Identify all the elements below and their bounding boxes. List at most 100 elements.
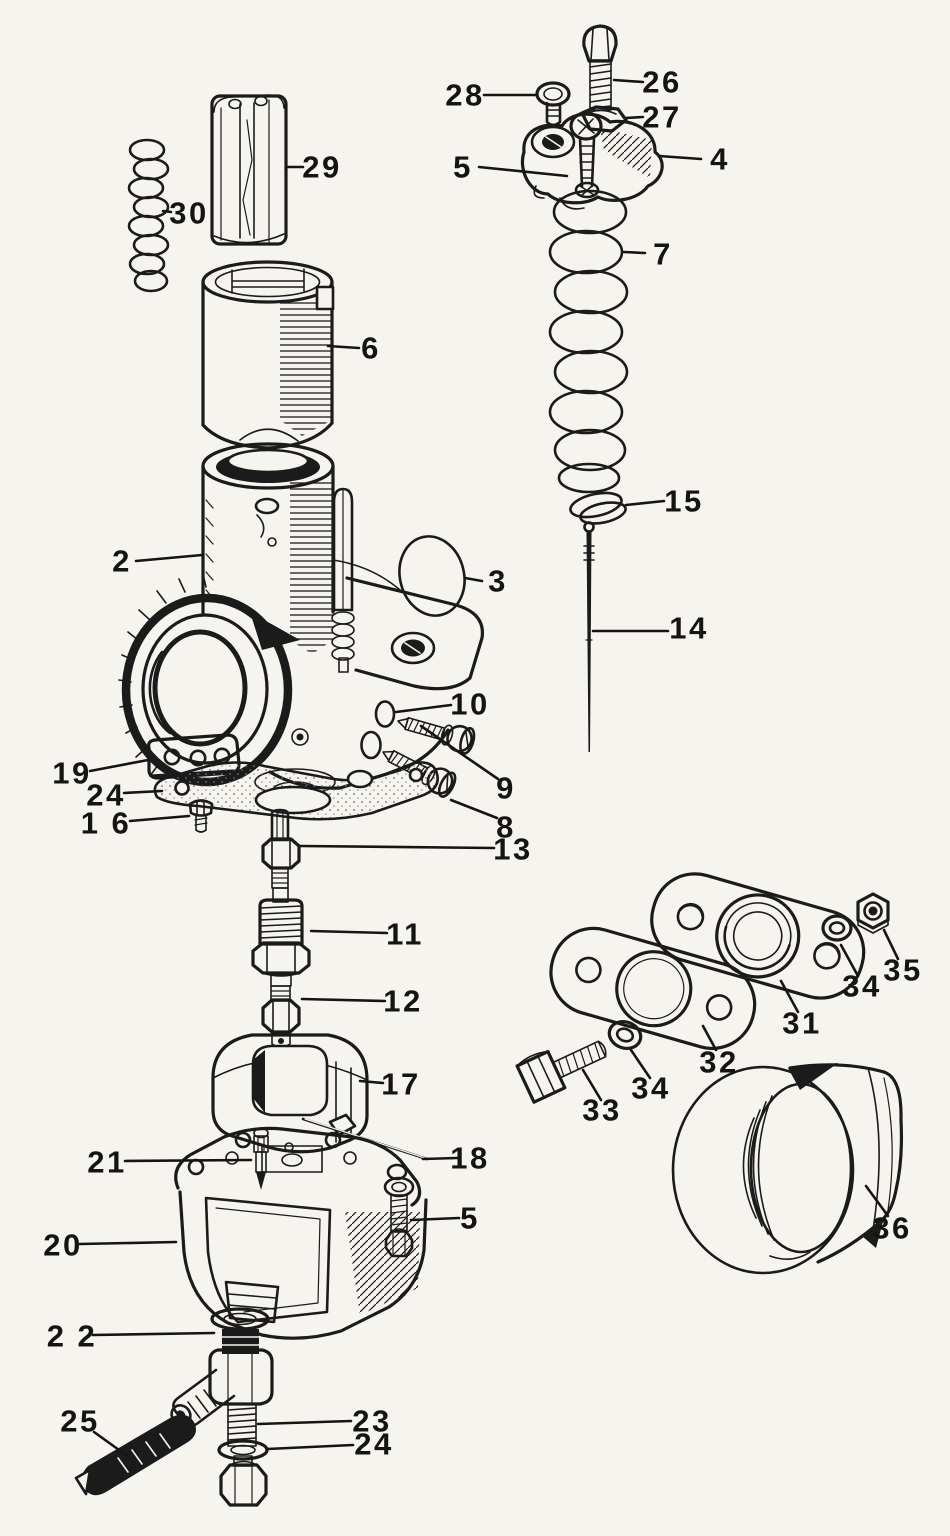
part-label-11: 11 [386,917,424,952]
part-7-throttle-spring-drawing [548,189,629,494]
part-label-4: 4 [710,142,730,177]
part-label-27: 27 [642,100,681,135]
part-label-18: 18 [450,1141,489,1176]
part-label-32: 32 [699,1045,738,1080]
leader-line-20 [78,1240,178,1246]
part-label-17: 17 [381,1067,420,1102]
leader-line-6 [326,344,361,350]
part-label-10: 10 [450,687,489,722]
part-label-16: 1 6 [81,806,132,841]
leader-line-3 [463,576,484,583]
leader-line-12 [300,997,387,1003]
leader-line-26 [612,78,645,84]
part-label-34: 34 [631,1071,670,1106]
part-12-main-jet-drawing [261,985,301,1048]
part-label-31: 31 [782,1006,821,1041]
artwork [74,24,904,1507]
part-label-34: 34 [842,969,881,1004]
leader-line-23 [256,1419,353,1426]
part-17-float-drawing [211,1033,369,1154]
part-label-5: 5 [453,150,473,185]
part-label-3: 3 [488,564,508,599]
part-29-choke-slide-drawing [210,94,288,246]
leader-line-24 [122,789,164,795]
leader-line-24 [265,1443,355,1451]
part-35-nut-drawing [856,892,890,934]
part-label-7: 7 [653,237,673,272]
part-21-float-needle-drawing [253,1127,269,1190]
part-label-25: 25 [60,1404,99,1439]
part-15-needle-clip-drawing [569,491,627,525]
leader-line-19 [88,758,150,773]
leader-line-18 [421,1156,459,1161]
part-32-flange-gasket-drawing [549,926,757,1051]
part-33-bolt-drawing [515,1040,607,1104]
part-label-6: 6 [361,331,381,366]
part-22-banjo-drawing [170,1307,274,1428]
part-23-banjo-bolt-drawing [217,1403,269,1507]
part-4-top-cap-drawing [520,112,664,210]
part-label-36: 36 [872,1211,911,1246]
part-30-spring-drawing [127,138,170,293]
part-26-adjuster-screw-drawing [582,24,618,111]
part-24-gasket-drawing [153,761,439,821]
part-label-21: 21 [87,1145,126,1180]
part-label-20: 20 [43,1228,82,1263]
part-10-washers-drawing [360,700,396,760]
part-label-23: 23 [352,1404,391,1439]
part-label-8: 8 [496,810,516,845]
part-label-19: 19 [52,756,91,791]
part-34-washer-left-drawing [607,1020,643,1050]
part-36-bell-mouth-drawing [671,1063,904,1275]
part-label-9: 9 [496,771,516,806]
leader-line-9 [419,724,500,781]
part-14-jet-needle-drawing [583,521,595,752]
part-13-needle-jet-drawing [261,808,301,889]
leader-line-31 [779,979,800,1014]
part-label-13: 13 [493,832,532,867]
leader-line-15 [624,499,666,507]
leader-line-8 [449,798,499,820]
leader-line-7 [622,250,647,255]
part-label-30: 30 [169,196,208,231]
leader-line-35 [882,928,900,961]
part-label-29: 29 [302,150,341,185]
leader-line-33 [581,1068,603,1102]
part-16-screw-drawing [188,799,214,833]
part-34-washer-right-drawing [821,914,853,942]
part-5-cap-screw-drawing [569,111,603,199]
part-label-14: 14 [669,611,708,646]
leader-line-11 [309,929,389,935]
part-6-throttle-slide-drawing [201,260,335,450]
leader-line-16 [128,814,191,823]
part-25-fuel-pipe-drawing [74,1414,196,1496]
leader-line-5 [409,1216,461,1222]
part-label-24: 24 [86,778,125,813]
leader-line-34 [629,1048,652,1080]
leader-line-34 [839,943,860,978]
leader-line-27 [623,115,645,120]
part-label-5: 5 [460,1201,480,1236]
part-label-22: 2 2 [47,1319,98,1354]
part-2-carb-body-drawing [118,442,485,799]
part-label-15: 15 [664,484,703,519]
part-label-12: 12 [383,984,422,1019]
part-9-screw-drawing [397,716,476,755]
leader-line-13 [299,844,496,850]
leader-line-36 [864,1184,890,1218]
leader-line-4 [657,154,703,161]
leader-line-32 [701,1024,718,1052]
leader-line-5 [477,165,569,178]
part-31-flange-drawing [650,872,866,1000]
leader-line-17 [358,1079,385,1085]
part-3-o-ring-drawing [398,535,466,617]
part-label-28: 28 [445,78,484,113]
part-label-2: 2 [112,544,132,579]
part-label-26: 26 [642,65,681,100]
part-label-33: 33 [582,1093,621,1128]
leader-line-10 [394,703,453,714]
part-label-24: 24 [354,1427,393,1462]
